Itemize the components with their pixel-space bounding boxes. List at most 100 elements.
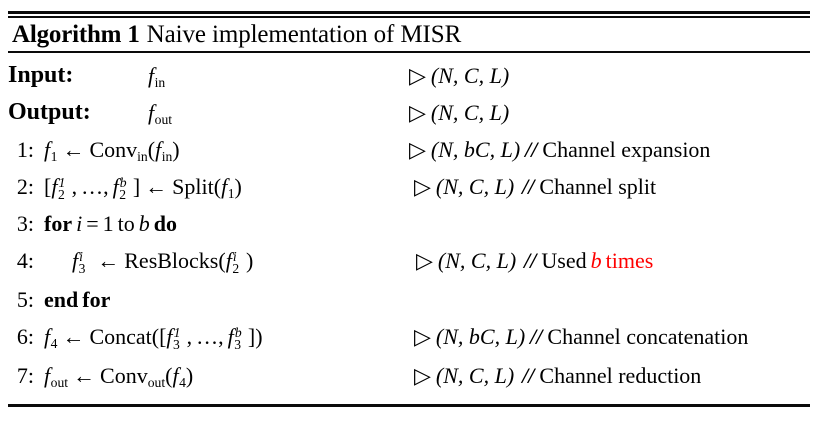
comment-marker-icon: ▷ (414, 363, 431, 388)
assign-arrow-icon: ← (62, 137, 85, 162)
output-variable-sub: out (154, 111, 173, 127)
step-7-comment-text: Channel reduction (539, 363, 702, 388)
top-inner-rule (8, 16, 810, 18)
step-6-op: Concat (89, 324, 152, 349)
step-2-lhs-base: f (51, 174, 58, 199)
loop-end: b (138, 211, 150, 236)
output-statement: fout (148, 94, 172, 131)
ellipsis-2: … (196, 324, 219, 349)
step-number-7: 7: (16, 363, 34, 388)
comment-marker-icon: ▷ (414, 174, 431, 199)
step-statement-1: f1←Convin(fin) (44, 137, 180, 164)
comment-marker-icon: ▷ (416, 248, 433, 273)
step-2-comment-text: Channel split (539, 174, 657, 199)
keyword-do: do (153, 211, 178, 236)
step-2-op: Split (172, 174, 214, 199)
step-1-lhs-base: f (44, 137, 51, 162)
step-6-arg-sup-last: b (234, 324, 242, 340)
step-number-5: 5: (16, 287, 34, 312)
step-1-op: Conv (89, 137, 138, 162)
step-line-7: 7: fout←Convout(f4) ▷(N, C, L)//Channel … (0, 357, 818, 394)
step-4-comment-accent-rest: times (605, 248, 654, 273)
ellipsis-1: … (81, 174, 104, 199)
step-6-arg-sup-first: 1 (173, 324, 181, 340)
input-keyword: Input: (8, 62, 74, 88)
step-4-arg-sub: 2 (232, 260, 240, 276)
step-1-arg-base: f (155, 137, 162, 162)
assign-arrow-icon: ← (73, 363, 96, 388)
title-separator-rule (8, 51, 810, 53)
step-7-arg-sub: 4 (179, 374, 186, 390)
bottom-rule (8, 404, 810, 407)
output-line: Output: fout ▷(N, C, L) (0, 94, 818, 131)
assign-arrow-icon: ← (145, 174, 168, 199)
step-comment-2: ▷(N, C, L)//Channel split (414, 168, 656, 205)
step-7-lhs-base: f (44, 363, 51, 388)
step-7-op: Conv (100, 363, 148, 388)
comment-marker-icon: ▷ (409, 137, 426, 162)
step-4-arg-base: f (225, 248, 232, 273)
comment-prefix: // (524, 248, 537, 273)
step-7-op-sub: out (147, 374, 166, 390)
step-number-1: 1: (16, 137, 34, 162)
step-2-lhs-sub-2: 2 (119, 186, 127, 202)
comment-prefix: // (522, 363, 535, 388)
loop-start: 1 (102, 211, 114, 236)
keyword-for-close: for (82, 287, 111, 312)
step-statement-7: fout←Convout(f4) (44, 363, 194, 390)
step-1-shape: (N, bC, L) (430, 137, 521, 162)
step-2-lhs-base-2: f (112, 174, 119, 199)
step-6-arg-sub: 3 (173, 336, 180, 352)
step-2-lhs-sup-last: b (119, 174, 127, 190)
step-number-2: 2: (16, 174, 34, 199)
step-1-lhs-sub: 1 (50, 148, 58, 164)
algorithm-label: Algorithm 1 (12, 21, 140, 48)
assign-arrow-icon: ← (97, 248, 120, 273)
step-6-arg-base: f (166, 324, 173, 349)
loop-equals: = (86, 211, 99, 236)
step-4-shape: (N, C, L) (437, 248, 517, 273)
step-2-shape: (N, C, L) (435, 174, 515, 199)
assign-arrow-icon: ← (62, 324, 85, 349)
step-1-comment-text: Channel expansion (542, 137, 711, 162)
comment-marker-icon: ▷ (409, 63, 426, 88)
step-7-shape: (N, C, L) (435, 363, 515, 388)
input-comment: ▷(N, C, L) (409, 57, 509, 94)
step-comment-6: ▷(N, bC, L)//Channel concatenation (414, 318, 748, 355)
step-1-op-sub: in (137, 148, 148, 164)
input-variable-base: f (148, 63, 155, 88)
algorithm-steps-list: Input: fin ▷(N, C, L) Output: fout ▷(N, … (0, 57, 818, 394)
step-6-comment-text: Channel concatenation (547, 324, 749, 349)
step-4-arg-sup: i (232, 248, 237, 264)
step-6-shape: (N, bC, L) (435, 324, 526, 349)
step-comment-1: ▷(N, bC, L)//Channel expansion (409, 131, 710, 168)
step-number-6: 6: (16, 324, 34, 349)
step-6-lhs-sub: 4 (50, 335, 58, 351)
comment-marker-icon: ▷ (414, 324, 431, 349)
output-shape: (N, C, L) (430, 100, 510, 125)
step-comment-7: ▷(N, C, L) //Channel reduction (414, 357, 701, 394)
step-number-3: 3: (16, 211, 34, 236)
keyword-for: for (44, 211, 73, 236)
step-1-arg-sub: in (161, 148, 173, 164)
step-4-lhs-sub: 3 (78, 260, 86, 276)
comment-prefix: // (530, 324, 543, 349)
output-comment: ▷(N, C, L) (409, 94, 509, 131)
step-4-lhs-base: f (72, 248, 79, 273)
top-outer-rule (8, 11, 810, 14)
